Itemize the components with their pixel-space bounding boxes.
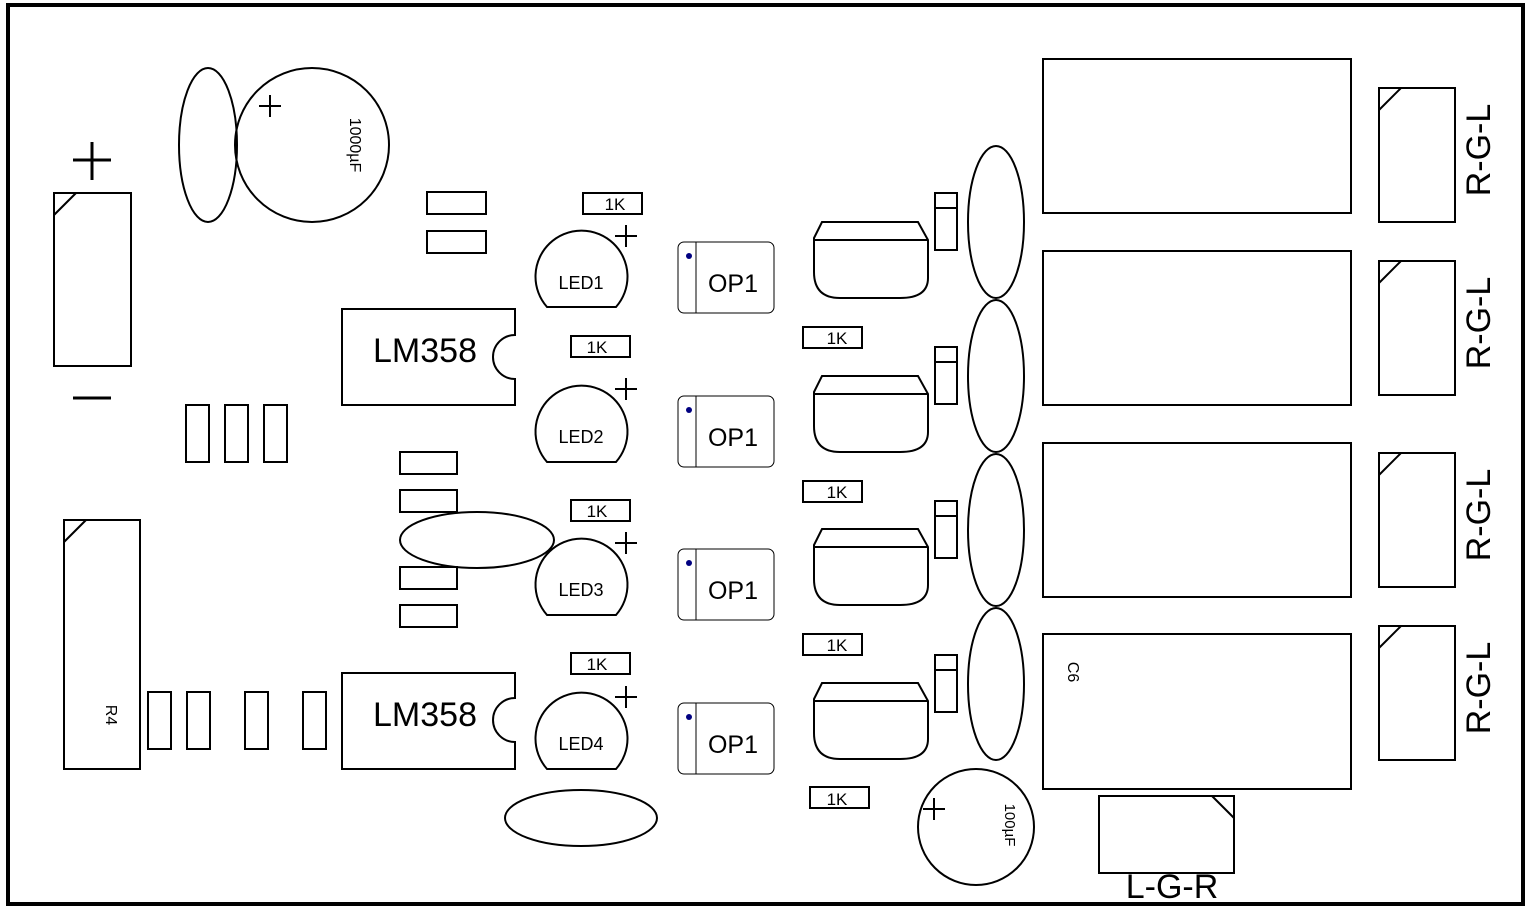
oval-footprint (967, 299, 1025, 453)
ic-lm358-1: LM358 (341, 308, 516, 406)
plus-mark-icon (615, 686, 637, 708)
transistor-3 (813, 528, 929, 606)
diode-1 (934, 192, 958, 251)
optocoupler-label: OP1 (708, 424, 758, 452)
relay-3 (1042, 442, 1352, 598)
plus-mark-icon (923, 798, 945, 820)
transistor-4 (813, 682, 929, 760)
plus-mark-icon (73, 142, 111, 180)
resistor-label: 1K (587, 338, 608, 357)
trimmer-r4: R4 (63, 519, 141, 770)
trimmer-label: R4 (102, 705, 119, 726)
ic-lm358-2: LM358 (341, 672, 516, 770)
optocoupler-2: OP1 (677, 395, 775, 468)
diode-4 (934, 654, 958, 713)
smd-pad (186, 691, 211, 750)
relay-2 (1042, 250, 1352, 406)
pin1-dot-icon (686, 714, 692, 720)
resistor-label: 1K (587, 502, 608, 521)
resistor-1k: 1K (809, 786, 870, 809)
resistor-label: 1K (827, 483, 848, 502)
oval-footprint (967, 145, 1025, 299)
resistor-1k: 1K (570, 499, 631, 522)
smd-pad (224, 404, 249, 463)
terminal-label: L-G-R (1126, 868, 1219, 906)
resistor-label: 1K (827, 790, 848, 809)
terminal-label: R-G-L (1460, 642, 1498, 735)
oval-footprint (967, 607, 1025, 761)
relay-1 (1042, 58, 1352, 214)
resistor-1k: 1K (802, 633, 863, 656)
smd-pad (426, 230, 487, 254)
led-4: LED4 (534, 686, 637, 770)
output-terminal-2: R-G-L (1378, 260, 1498, 396)
smd-pad (399, 604, 458, 628)
smd-pad (399, 489, 458, 513)
smd-pad (147, 691, 172, 750)
resistor-label: 1K (605, 195, 626, 214)
transistor-2 (813, 375, 929, 453)
plus-mark-icon (615, 532, 637, 554)
optocoupler-label: OP1 (708, 577, 758, 605)
led-1: LED1 (534, 225, 637, 308)
capacitor-100uf: 100µF (917, 768, 1035, 886)
power-input-connector (53, 142, 132, 400)
transistor-1 (813, 221, 929, 299)
resistor-label: 1K (827, 636, 848, 655)
smd-pad (244, 691, 269, 750)
terminal-label: R-G-L (1460, 104, 1498, 197)
pin1-dot-icon (686, 253, 692, 259)
capacitor-value-label: 100µF (1001, 804, 1018, 847)
led-3: LED3 (534, 532, 637, 616)
pin1-dot-icon (686, 407, 692, 413)
relay-4: C6 (1042, 633, 1352, 790)
optocoupler-3: OP1 (677, 548, 775, 621)
resistor-1k: 1K (802, 326, 863, 349)
optocoupler-label: OP1 (708, 270, 758, 298)
resistor-1k: 1K (570, 652, 631, 675)
optocoupler-1: OP1 (677, 241, 775, 314)
optocoupler-label: OP1 (708, 731, 758, 759)
oval-footprint (399, 511, 555, 569)
smd-pad (263, 404, 288, 463)
led-label: LED2 (558, 427, 603, 447)
led-2: LED2 (534, 378, 637, 463)
ic-label: LM358 (373, 696, 477, 734)
led-label: LED1 (558, 273, 603, 293)
resistor-1k: 1K (802, 480, 863, 503)
plus-mark-icon (615, 225, 637, 247)
oval-footprint (178, 67, 238, 223)
plus-mark-icon (615, 378, 637, 400)
ic-label: LM358 (373, 332, 477, 370)
capacitor-1000uf: 1000µF (234, 67, 390, 223)
input-terminal: L-G-R (1098, 795, 1235, 906)
led-label: LED3 (558, 580, 603, 600)
output-terminal-3: R-G-L (1378, 452, 1498, 588)
smd-pad (399, 451, 458, 475)
resistor-label: 1K (587, 655, 608, 674)
resistor-1k: 1K (570, 335, 631, 358)
relay-label: C6 (1064, 662, 1081, 683)
smd-pad (399, 566, 458, 590)
smd-pad (185, 404, 210, 463)
plus-mark-icon (259, 95, 281, 117)
capacitor-value-label: 1000µF (346, 118, 363, 173)
diode-2 (934, 346, 958, 405)
output-terminal-4: R-G-L (1378, 625, 1498, 761)
terminal-label: R-G-L (1460, 469, 1498, 562)
oval-footprint (504, 789, 658, 847)
output-terminal-1: R-G-L (1378, 87, 1498, 223)
resistor-label: 1K (827, 329, 848, 348)
terminal-label: R-G-L (1460, 277, 1498, 370)
led-label: LED4 (558, 734, 603, 754)
smd-pad (426, 191, 487, 215)
diode-3 (934, 500, 958, 559)
board-outline (6, 3, 1525, 906)
optocoupler-4: OP1 (677, 702, 775, 775)
oval-footprint (967, 453, 1025, 607)
pin1-dot-icon (686, 560, 692, 566)
resistor-1k: 1K (582, 192, 643, 215)
smd-pad (302, 691, 327, 750)
